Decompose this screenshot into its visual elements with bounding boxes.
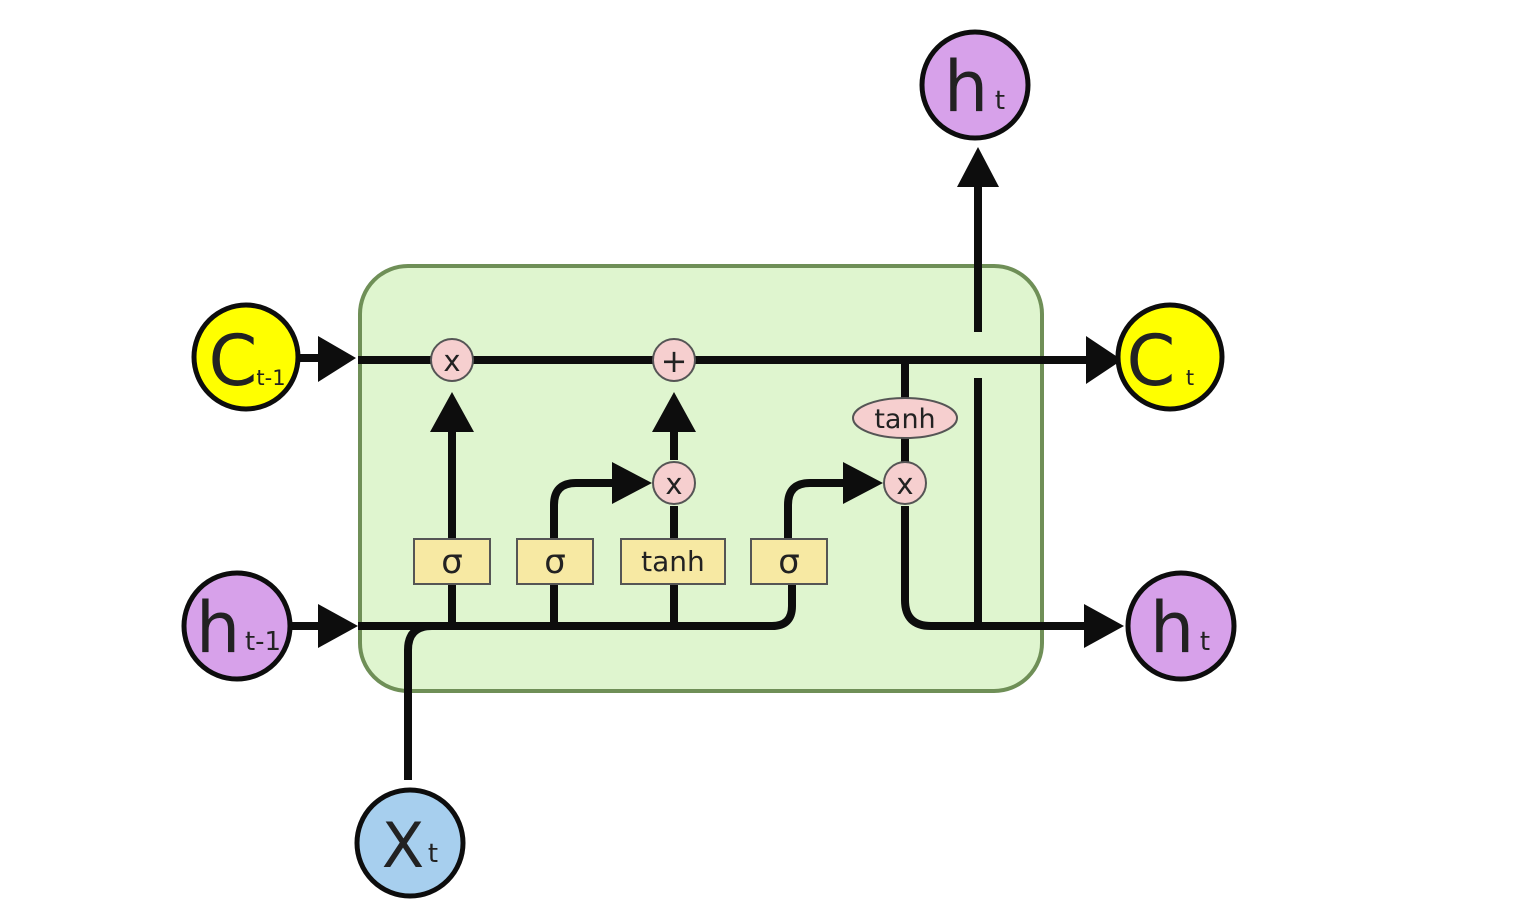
x-input-wire bbox=[404, 622, 433, 780]
input-arrowhead bbox=[612, 462, 652, 504]
cell-tanh-label: tanh bbox=[874, 404, 935, 435]
forget-multiply-symbol: x bbox=[443, 344, 460, 378]
x-input-sub: t bbox=[428, 839, 438, 869]
h-out-right-main: h bbox=[1150, 587, 1194, 669]
output-multiply-symbol: x bbox=[896, 467, 913, 501]
input-multiply-op: x bbox=[652, 461, 696, 505]
cell-tanh-op: tanh bbox=[852, 397, 958, 439]
hidden-output-wire bbox=[901, 506, 1086, 630]
c-next-main: C bbox=[1127, 320, 1176, 402]
add-arrowhead bbox=[652, 392, 696, 432]
output-multiply-op: x bbox=[883, 461, 927, 505]
c-prev-sub: t-1 bbox=[256, 366, 285, 390]
h-out-top-node: h t bbox=[919, 29, 1031, 141]
add-op: + bbox=[652, 338, 696, 382]
x-input-node: X t bbox=[354, 787, 466, 899]
output-arrowhead bbox=[843, 462, 883, 504]
h-prev-sub: t-1 bbox=[245, 627, 281, 657]
forget-arrowhead bbox=[430, 392, 474, 432]
hidden-out-arrowhead bbox=[1084, 604, 1124, 648]
hidden-input-bus bbox=[358, 580, 796, 630]
forget-gate-label: σ bbox=[441, 542, 463, 582]
output-gate-label: σ bbox=[778, 542, 800, 582]
candidate-gate: tanh bbox=[620, 538, 726, 585]
h-prev-main: h bbox=[196, 587, 240, 669]
output-gate-wire bbox=[784, 479, 845, 538]
cell-out-arrowhead bbox=[1086, 336, 1122, 384]
input-gate-label: σ bbox=[544, 542, 566, 582]
c-prev-node: C t-1 bbox=[191, 302, 301, 412]
connections bbox=[290, 147, 1124, 780]
top-output-arrowhead bbox=[957, 147, 999, 187]
h-out-top-main: h bbox=[944, 46, 988, 128]
c-prev-main: C bbox=[209, 320, 258, 402]
cell-in-arrowhead bbox=[318, 336, 356, 382]
c-next-node: C t bbox=[1115, 302, 1225, 412]
h-out-top-sub: t bbox=[995, 86, 1005, 116]
add-symbol: + bbox=[661, 342, 688, 380]
input-multiply-symbol: x bbox=[665, 467, 682, 501]
input-gate: σ bbox=[516, 538, 594, 585]
forget-multiply-op: x bbox=[430, 338, 474, 382]
h-prev-node: h t-1 bbox=[181, 570, 293, 682]
output-gate: σ bbox=[750, 538, 828, 585]
input-gate-wire bbox=[550, 479, 614, 538]
h-out-right-node: h t bbox=[1125, 570, 1237, 682]
candidate-gate-label: tanh bbox=[641, 545, 705, 578]
hidden-in-arrowhead bbox=[318, 604, 358, 648]
c-next-sub: t bbox=[1186, 366, 1194, 390]
x-input-main: X bbox=[382, 809, 424, 882]
h-out-right-sub: t bbox=[1200, 627, 1210, 657]
forget-gate: σ bbox=[413, 538, 491, 585]
